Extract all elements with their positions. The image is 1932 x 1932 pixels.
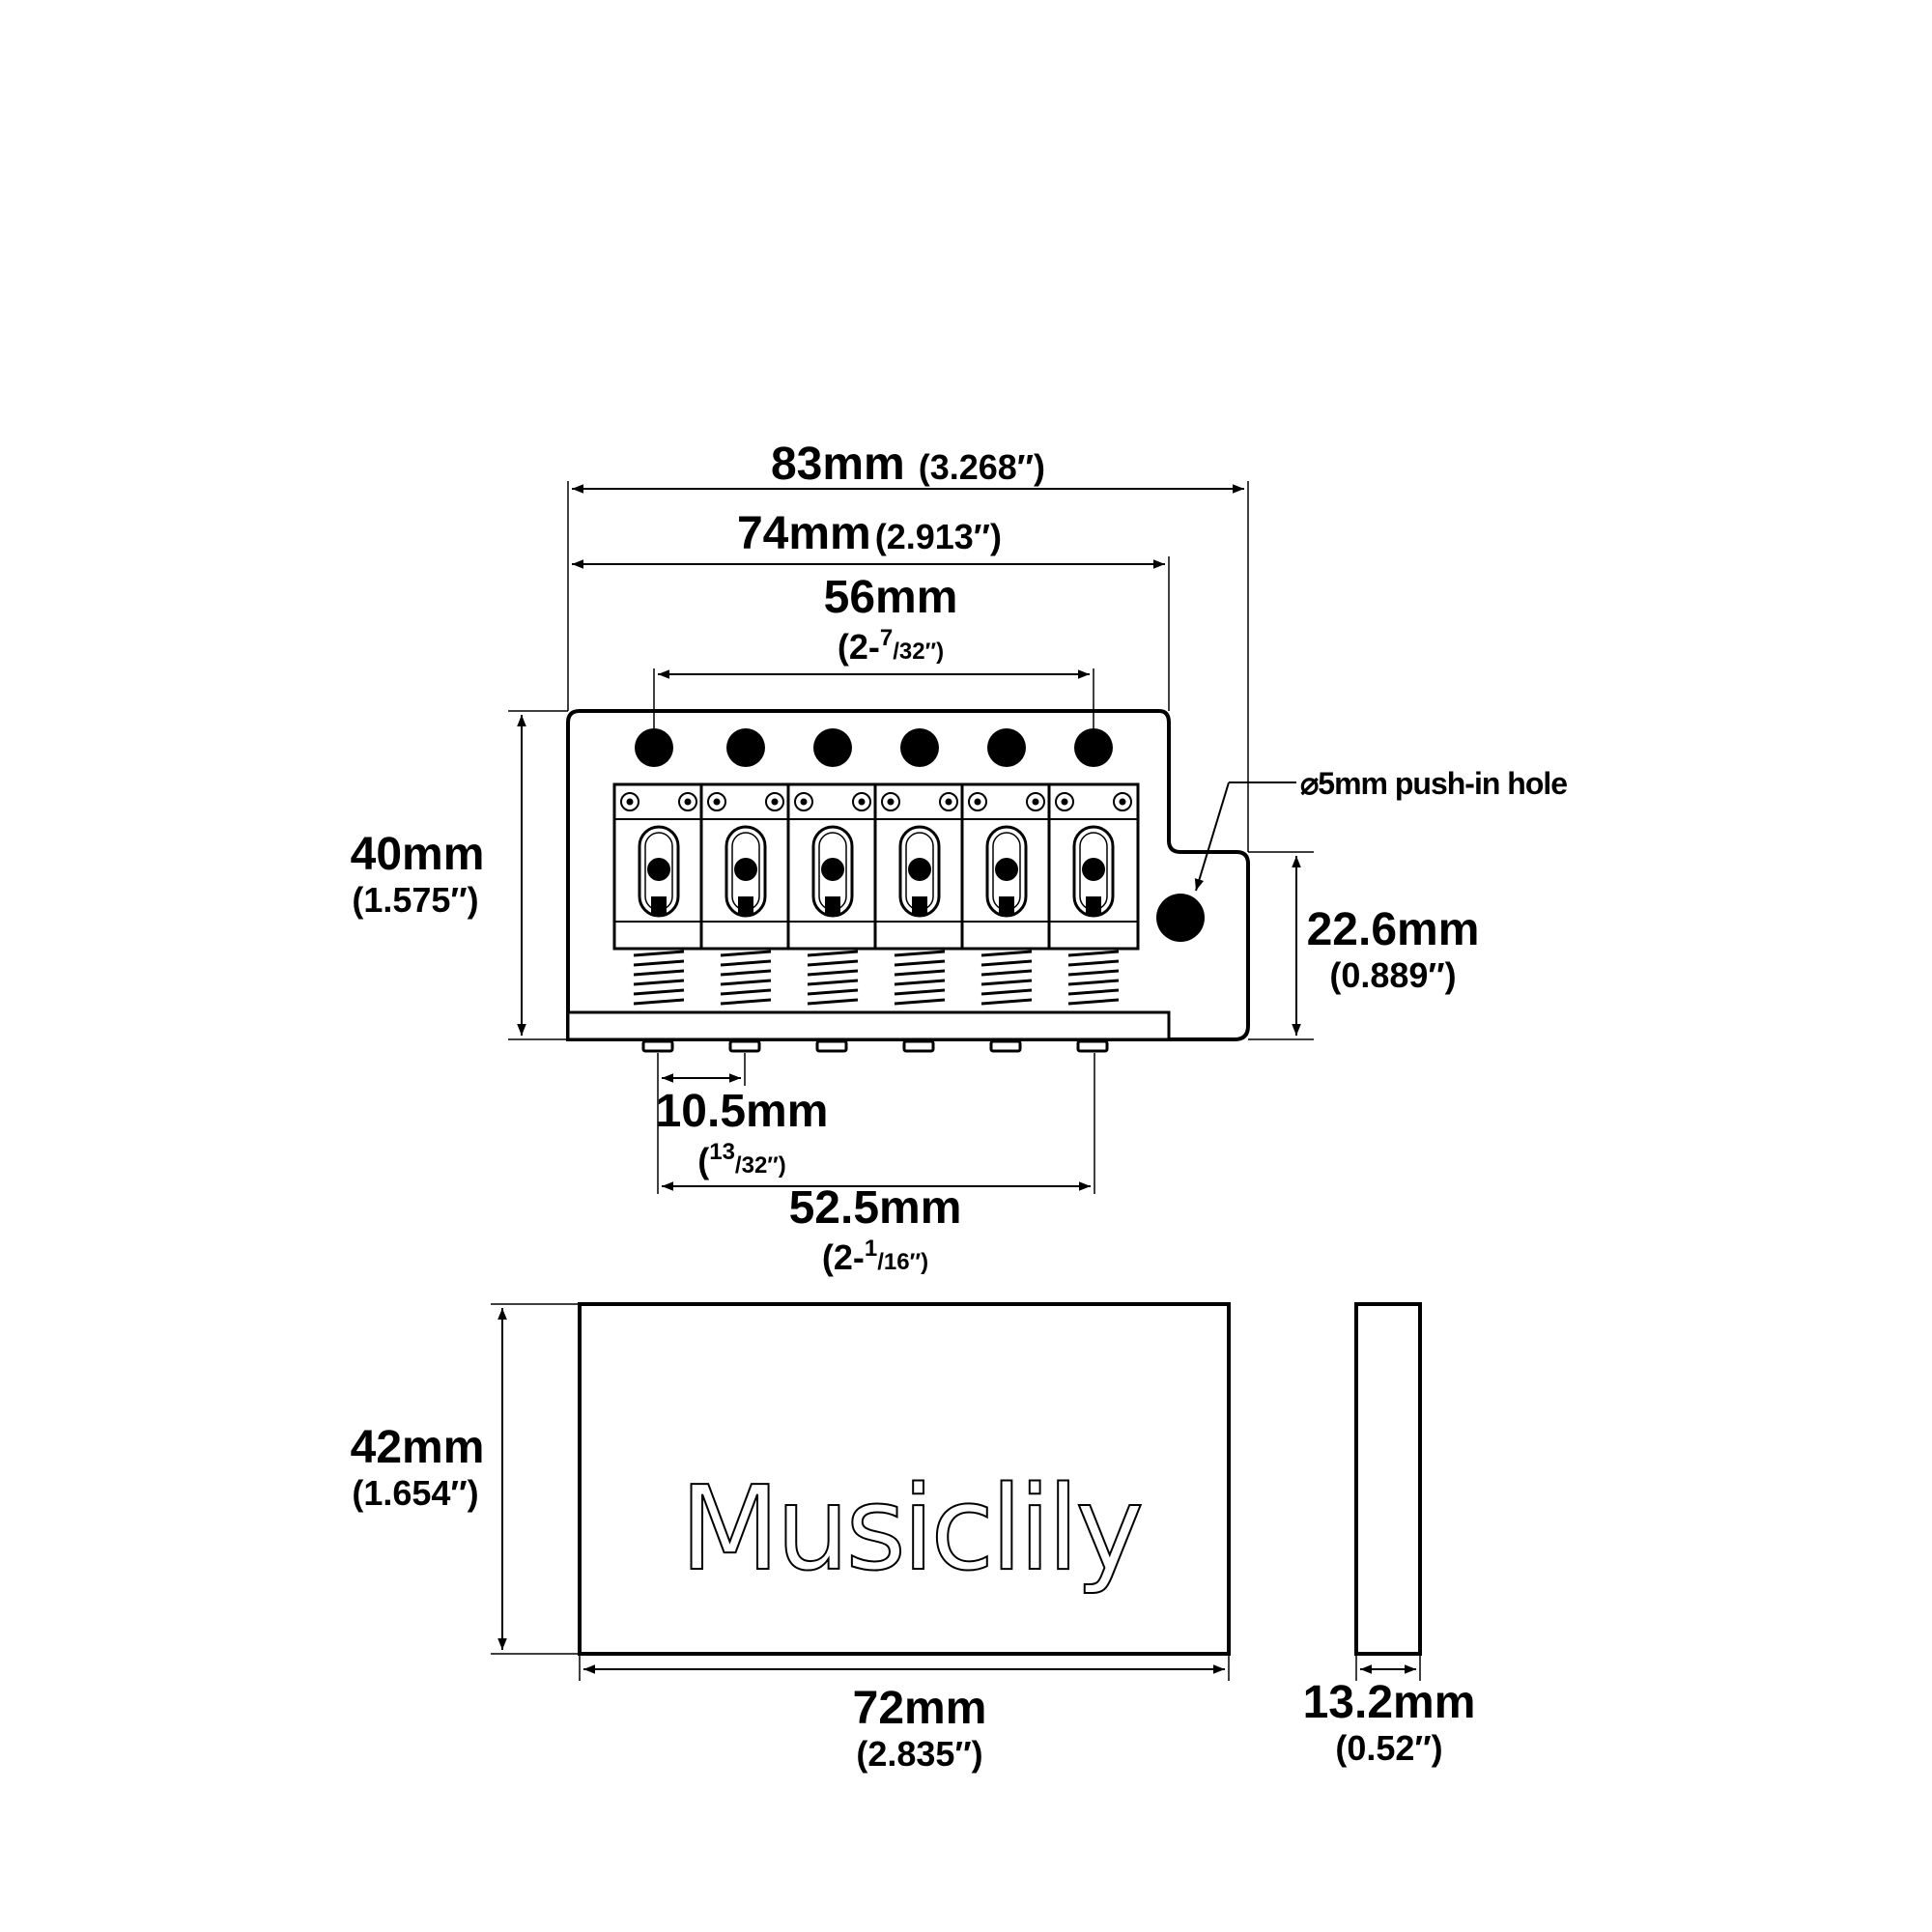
push-in-hole-callout: ⌀5mm push-in hole xyxy=(1194,766,1568,892)
dim-label-mm: 40mm xyxy=(351,829,485,880)
mounting-hole xyxy=(987,728,1026,767)
dim-block-width: 72mm (2.835″) xyxy=(579,1654,1230,1774)
dim-label-inch: (2.913″) xyxy=(875,517,1002,556)
svg-text:(2-1/16″): (2-1/16″) xyxy=(822,1236,928,1277)
dim-label-mm: 83mm xyxy=(771,439,905,490)
svg-text:83mm (3.268″): 83mm (3.268″) xyxy=(771,439,1045,490)
fraction-numerator: 1 xyxy=(865,1236,877,1262)
dim-label-inch: (1.654″) xyxy=(352,1473,478,1513)
dim-label-mm: 10.5mm xyxy=(656,1086,829,1137)
dim-plate-width: 74mm (2.913″) xyxy=(572,508,1170,711)
dim-label-mm: 74mm xyxy=(737,508,871,559)
screw-tip xyxy=(989,1039,1022,1053)
dim-label-inch: (2.835″) xyxy=(856,1734,982,1774)
screw-tip xyxy=(641,1039,674,1053)
screw-tip xyxy=(728,1039,761,1053)
dim-label-mm: 52.5mm xyxy=(789,1182,962,1234)
dim-label-inch: (1.575″) xyxy=(352,880,478,920)
saddles xyxy=(612,782,1140,1006)
dim-label-inch: (0.889″) xyxy=(1329,955,1456,995)
fraction-numerator: 7 xyxy=(880,625,893,651)
dim-label-inch-prefix: (2- xyxy=(822,1237,865,1277)
bridge-plate xyxy=(566,709,1250,1053)
mounting-hole xyxy=(1074,728,1113,767)
dim-label-mm: 13.2mm xyxy=(1303,1677,1476,1728)
dim-block-height: 42mm (1.654″) xyxy=(351,1303,580,1655)
push-in-hole xyxy=(1156,894,1205,942)
dim-string-spacing: 10.5mm (13/32″) xyxy=(656,1053,829,1194)
svg-text:(13/32″): (13/32″) xyxy=(697,1139,786,1180)
saddle xyxy=(786,782,879,1006)
dim-tab-height: 22.6mm (0.889″) xyxy=(1248,851,1480,1040)
fraction-denominator: /16″) xyxy=(877,1249,928,1275)
fraction-denominator: /32″) xyxy=(735,1152,786,1179)
bridge-base-bar xyxy=(566,1010,1171,1041)
push-in-hole-label: ⌀5mm push-in hole xyxy=(1300,766,1567,801)
saddle xyxy=(960,782,1053,1006)
mounting-hole xyxy=(813,728,852,767)
dim-label-mm: 22.6mm xyxy=(1307,904,1480,955)
dim-overall-width: 83mm (3.268″) xyxy=(567,439,1249,852)
svg-text:(2-7/32″): (2-7/32″) xyxy=(838,625,944,667)
dim-label-inch: (0.52″) xyxy=(1335,1728,1442,1768)
screw-tip xyxy=(902,1039,935,1053)
screw-tips xyxy=(641,1039,1109,1053)
mounting-holes xyxy=(635,728,1113,767)
dim-outer-spacing: 52.5mm (2-1/16″) xyxy=(662,1053,1095,1277)
dim-block-depth: 13.2mm (0.52″) xyxy=(1303,1654,1476,1768)
saddle xyxy=(873,782,966,1006)
mounting-hole xyxy=(900,728,939,767)
fraction-numerator: 13 xyxy=(709,1139,735,1165)
dim-label-inch-prefix: ( xyxy=(697,1141,709,1180)
tremolo-block-front: Musiclily xyxy=(578,1302,1231,1656)
brand-logo: Musiclily xyxy=(680,1463,1141,1597)
screw-tip xyxy=(1076,1039,1109,1053)
screw-tip xyxy=(815,1039,848,1053)
mounting-hole xyxy=(726,728,765,767)
dim-mount-spacing: 56mm (2-7/32″) xyxy=(653,572,1094,734)
dim-label-inch: (3.268″) xyxy=(919,447,1045,487)
dim-label-mm: 56mm xyxy=(824,572,958,623)
fraction-denominator: /32″) xyxy=(893,639,944,665)
tremolo-block-side xyxy=(1354,1302,1422,1656)
mounting-hole xyxy=(635,728,673,767)
saddle xyxy=(1047,782,1140,1006)
dim-label-mm: 72mm xyxy=(853,1683,987,1734)
svg-text:74mm (2.913″): 74mm (2.913″) xyxy=(737,508,1002,559)
dim-bridge-height: 40mm (1.575″) xyxy=(351,710,568,1040)
dim-label-inch-prefix: (2- xyxy=(838,627,880,667)
dim-label-mm: 42mm xyxy=(351,1422,485,1473)
